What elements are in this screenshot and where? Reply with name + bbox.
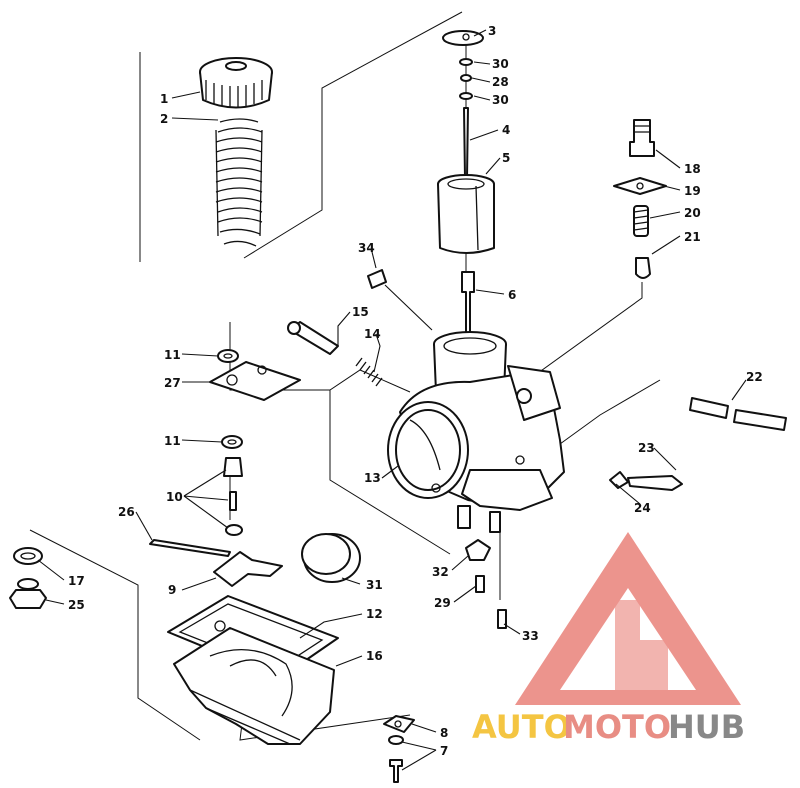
callout-27: 27: [164, 376, 181, 390]
part-21-pilot-screw: [635, 257, 651, 279]
part-22-vent-tubes: [689, 397, 787, 431]
part-18-fitting: [629, 119, 655, 157]
part-14-spring: [355, 357, 383, 387]
callout-17: 17: [68, 574, 85, 588]
callout-22: 22: [746, 370, 763, 384]
callout-25: 25: [68, 598, 85, 612]
part-1-top-cap: [199, 57, 273, 109]
part-26-float-pin: [149, 539, 231, 557]
callout-30-lower: 30: [492, 93, 509, 107]
part-4-jet-needle: [463, 107, 469, 179]
part-3-needle-clip-plate: [442, 30, 484, 46]
callout-10: 10: [166, 490, 183, 504]
part-28-e-clip: [460, 74, 472, 82]
part-7-screw-washer: [388, 735, 404, 783]
wordmark-hub: HUB: [668, 708, 745, 746]
part-9-float-arm: [213, 551, 283, 587]
callout-7: 7: [440, 744, 448, 758]
callout-33: 33: [522, 629, 539, 643]
callout-16: 16: [366, 649, 383, 663]
callout-4: 4: [502, 123, 510, 137]
callout-14: 14: [364, 327, 381, 341]
callout-11-upper: 11: [164, 348, 181, 362]
part-32-cap: [465, 539, 491, 561]
wordmark-auto: AUTO: [472, 708, 571, 746]
callout-29: 29: [434, 596, 451, 610]
automotohub-logo: [515, 532, 741, 705]
callout-5: 5: [502, 151, 510, 165]
part-16-float-bowl: [173, 627, 335, 745]
callout-2: 2: [160, 112, 168, 126]
part-25-drain-plug: [9, 578, 47, 609]
callout-20: 20: [684, 206, 701, 220]
callout-24: 24: [634, 501, 651, 515]
part-11-washer-upper: [217, 349, 239, 363]
wordmark-moto: MOTO: [563, 708, 671, 746]
part-6-needle-jet: [461, 271, 475, 337]
callout-11-lower: 11: [164, 434, 181, 448]
part-10-needle-valve-assembly: [223, 457, 243, 536]
callout-6: 6: [508, 288, 516, 302]
callout-1: 1: [160, 92, 168, 106]
part-33-screw: [497, 609, 507, 629]
callout-8: 8: [440, 726, 448, 740]
part-27-gasket: [209, 361, 301, 401]
part-31-float: [301, 533, 361, 583]
part-30-washer-lower: [459, 92, 473, 100]
part-19-gasket: [613, 177, 667, 195]
part-11-washer-lower: [221, 435, 243, 449]
callout-19: 19: [684, 184, 701, 198]
callout-23: 23: [638, 441, 655, 455]
callout-9: 9: [168, 583, 176, 597]
part-23-24-idle-screw: [609, 471, 683, 491]
part-34-plug: [367, 269, 387, 289]
part-15-throttle-stop-screw: [287, 321, 339, 355]
callout-15: 15: [352, 305, 369, 319]
automotohub-wordmark: AUTO MOTO HUB: [472, 708, 745, 746]
callout-26: 26: [118, 505, 135, 519]
callout-3: 3: [488, 24, 496, 38]
part-13-carburetor-body: [387, 331, 565, 533]
callout-13: 13: [364, 471, 381, 485]
callout-28: 28: [492, 75, 509, 89]
callout-32: 32: [432, 565, 449, 579]
callout-leaders: [37, 29, 747, 771]
part-17-gasket: [13, 547, 43, 565]
part-20-spring: [633, 205, 649, 237]
assembly-guide-lines: [29, 11, 661, 741]
part-2-spring: [215, 118, 263, 247]
callout-12: 12: [366, 607, 383, 621]
part-5-throttle-slide: [437, 174, 495, 254]
part-29-jet: [475, 575, 485, 593]
callout-31: 31: [366, 578, 383, 592]
callout-21: 21: [684, 230, 701, 244]
callout-numbers: 1 2 3 30 28 30 4 5 18 19 20 21 34 6 15 1…: [68, 24, 763, 758]
callout-30-upper: 30: [492, 57, 509, 71]
part-8-bracket: [383, 715, 415, 733]
callout-18: 18: [684, 162, 701, 176]
part-30-washer-upper: [459, 58, 473, 66]
callout-34: 34: [358, 241, 375, 255]
